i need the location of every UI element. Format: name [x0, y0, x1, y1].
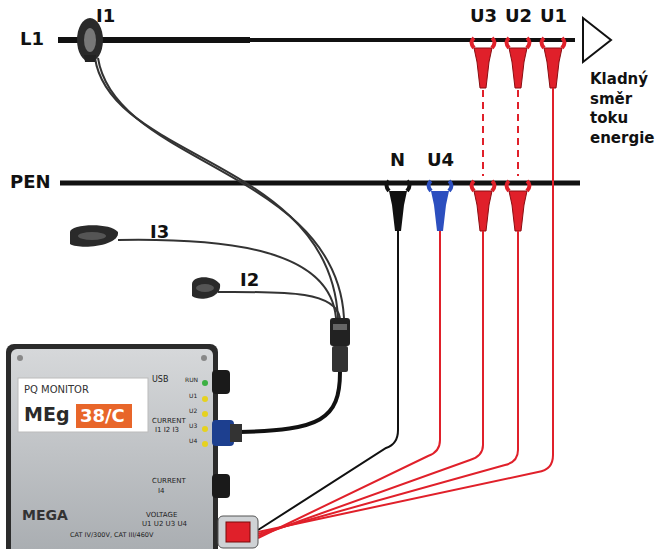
l1-conductor	[58, 38, 575, 42]
dashed-link	[483, 90, 518, 176]
voltage-name: U2	[505, 6, 532, 26]
u4-clip	[429, 181, 452, 231]
voltage-name: U1	[540, 6, 567, 26]
port-label: U1 U2 U3 U4	[142, 521, 187, 529]
line-name: L1	[20, 29, 44, 49]
pen-conductor	[60, 181, 580, 186]
led-label: U4	[189, 438, 197, 445]
model-name: MEg	[24, 404, 70, 425]
voltage-leads	[258, 88, 553, 538]
line-name: PEN	[10, 172, 51, 192]
port-label: CURRENT	[152, 418, 186, 426]
voltage-name: U3	[470, 6, 497, 26]
panel-title: PQ MONITOR	[24, 384, 89, 395]
led-label: U3	[189, 423, 197, 430]
current-name: I3	[150, 222, 169, 242]
pq-monitor-housing	[6, 344, 258, 549]
current-clamp	[192, 277, 220, 298]
port-label: CURRENT	[152, 478, 186, 486]
direction-arrow	[583, 18, 611, 62]
neutral-name: N	[390, 150, 405, 170]
led-label: RUN	[185, 377, 198, 384]
n-clip	[387, 181, 410, 231]
led-label: U1	[189, 393, 197, 400]
current-clamp	[70, 225, 118, 246]
led-label: U2	[189, 408, 197, 415]
current-name: I1	[96, 6, 115, 26]
direction-note: Kladný směr toku energie	[590, 70, 656, 148]
rating-label: CAT IV/300V, CAT III/460V	[70, 532, 153, 539]
model-suffix: 38/C	[80, 406, 125, 426]
brand-logo: MEGA	[22, 508, 68, 523]
current-name: I2	[240, 270, 259, 290]
voltage-name: U4	[427, 150, 454, 170]
cable-connector	[330, 318, 350, 372]
port-label: I4	[158, 488, 165, 496]
port-label: VOLTAGE	[146, 512, 177, 520]
port-label: I1 I2 I3	[155, 427, 179, 435]
port-label: USB	[152, 376, 168, 385]
